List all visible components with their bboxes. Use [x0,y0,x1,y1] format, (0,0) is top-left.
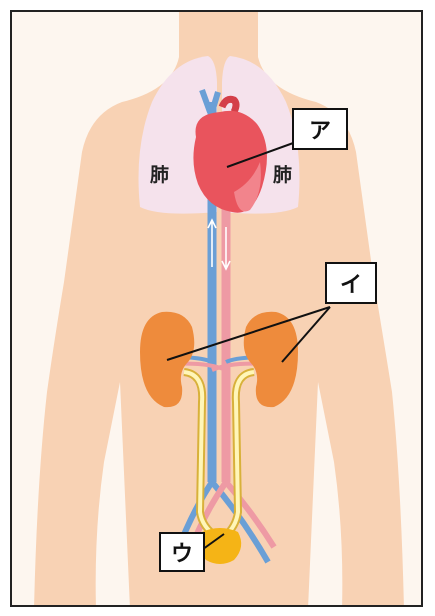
body-silhouette [34,12,404,607]
circulation-diagram [12,12,423,607]
lung-left-label: 肺 [150,160,169,187]
label-i: イ [325,262,377,304]
label-a: ア [292,108,348,150]
bladder [199,528,241,564]
lung-right-label: 肺 [273,160,292,187]
label-u: ウ [159,532,205,572]
diagram-frame: 肺 肺 ア イ ウ [10,10,423,607]
